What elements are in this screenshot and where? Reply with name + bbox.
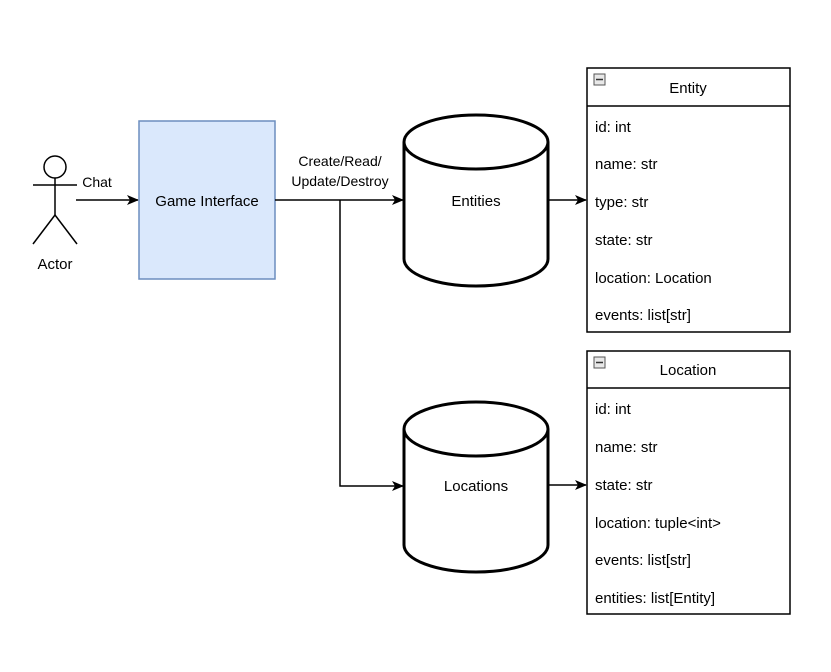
entities-cylinder-body [402, 142, 550, 288]
crud-arrow-locations [339, 200, 404, 491]
entity-field: state: str [595, 232, 653, 249]
location-class[interactable]: Location id: int name: str state: str lo… [586, 350, 791, 615]
crud-label-line2: Update/Destroy [291, 173, 388, 189]
location-field: events: list[str] [595, 552, 691, 569]
entity-field: name: str [595, 156, 658, 173]
entity-field: location: Location [595, 270, 712, 287]
game-interface-box [138, 120, 276, 280]
location-field: state: str [595, 477, 653, 494]
locations-cylinder-body [402, 429, 550, 574]
entity-class[interactable]: Entity id: int name: str type: str state… [586, 67, 791, 333]
entities-cylinder-top [402, 113, 550, 171]
entity-field: type: str [595, 194, 648, 211]
location-field: location: tuple<int> [595, 515, 721, 532]
game-interface-label: Game Interface [155, 193, 258, 210]
locations-database[interactable]: Locations [402, 400, 550, 574]
location-field: entities: list[Entity] [595, 590, 715, 607]
location-field: id: int [595, 401, 632, 418]
entity-class-frame [586, 67, 791, 333]
location-collapse-icon[interactable] [593, 356, 606, 369]
location-class-frame [586, 350, 791, 615]
entity-field: id: int [595, 119, 632, 136]
actor-label: Actor [37, 256, 72, 273]
location-class-title: Location [660, 362, 717, 379]
entity-class-title: Entity [669, 80, 707, 97]
locations-cylinder-top [402, 400, 550, 458]
crud-edge[interactable]: Create/Read/ Update/Destroy [275, 153, 404, 491]
entity-collapse-icon[interactable] [593, 73, 606, 86]
entities-db-label: Entities [451, 193, 500, 210]
location-field: name: str [595, 439, 658, 456]
chat-edge[interactable]: Chat [76, 174, 139, 205]
locations-db-label: Locations [444, 478, 508, 495]
actor-left-leg [32, 214, 56, 245]
crud-label-line1: Create/Read/ [298, 153, 381, 169]
actor-head-icon [43, 155, 67, 179]
chat-edge-label: Chat [82, 174, 112, 190]
game-interface-node[interactable]: Game Interface [138, 120, 276, 280]
actor-right-leg [54, 214, 78, 245]
actor[interactable]: Actor [32, 155, 78, 273]
entities-database[interactable]: Entities [402, 113, 550, 288]
entity-field: events: list[str] [595, 307, 691, 324]
